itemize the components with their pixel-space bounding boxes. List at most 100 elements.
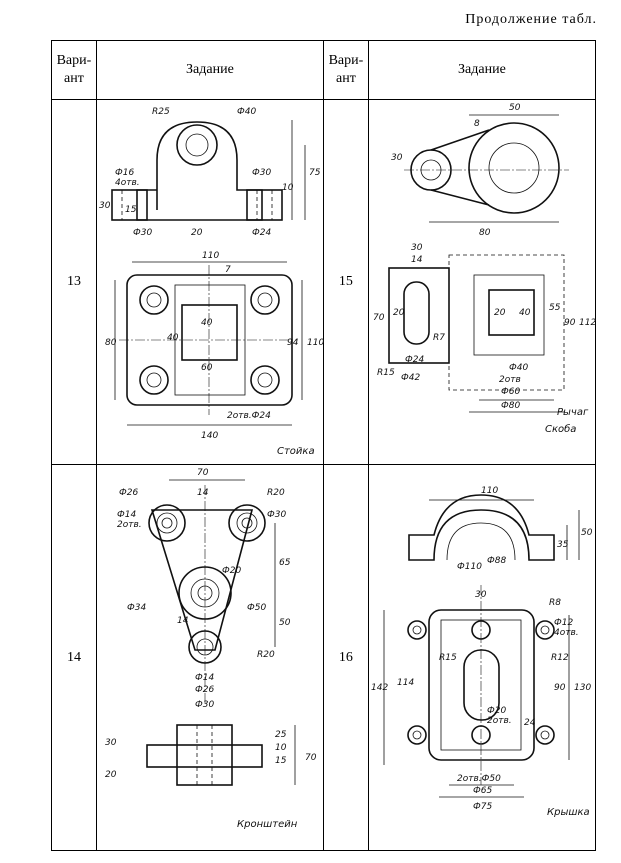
header-variant-2: Вари- ант <box>322 40 369 100</box>
drawing-stoika: R25 Ф40 Ф16 4отв. Ф30 10 75 30 15 Ф30 20… <box>99 107 324 457</box>
dim-label: 75 <box>309 168 321 178</box>
table-row: 13 <box>51 99 596 465</box>
part-title: Кронштейн <box>237 819 298 830</box>
dim-label: R15 <box>439 653 457 663</box>
header-variant-line2: ант <box>64 71 84 86</box>
dim-label: 2отв.Ф24 <box>227 411 271 421</box>
dim-label: Ф16 <box>115 168 134 178</box>
dim-label: 70 <box>305 753 317 763</box>
dim-label: Ф26 <box>195 685 214 695</box>
dim-label: Ф26 <box>119 488 138 498</box>
table-continuation-caption: Продолжение табл. <box>465 12 597 27</box>
dim-label: Ф50 <box>247 603 266 613</box>
header-task-2: Задание <box>367 40 597 100</box>
variant-number: 13 <box>51 99 97 465</box>
dim-label: Ф88 <box>487 556 506 566</box>
dim-label: Ф12 <box>554 618 573 628</box>
dim-label: Ф20 <box>487 706 506 716</box>
dim-label: 80 <box>479 228 491 238</box>
dim-label: R8 <box>549 598 561 608</box>
dim-label: R7 <box>433 333 445 343</box>
dim-label: Ф34 <box>127 603 146 613</box>
variant-number: 16 <box>322 464 369 851</box>
dim-label: 55 <box>549 303 561 313</box>
dim-label: 14 <box>177 616 189 626</box>
header-variant: Вари- ант <box>51 40 97 100</box>
dim-label: 130 <box>574 683 591 693</box>
dim-label: 15 <box>275 756 287 766</box>
header-variant-line1: Вари- <box>56 53 92 68</box>
dim-label: 30 <box>411 243 423 253</box>
dim-label: R20 <box>267 488 285 498</box>
dim-label: Ф75 <box>473 802 492 812</box>
dim-label: 60 <box>201 363 213 373</box>
dim-label: 30 <box>99 201 111 211</box>
dim-label: 140 <box>201 431 218 441</box>
dim-label: 7 <box>225 265 231 275</box>
dim-label: 70 <box>197 468 209 478</box>
drawing-cell-stoika: R25 Ф40 Ф16 4отв. Ф30 10 75 30 15 Ф30 20… <box>95 99 324 465</box>
dim-label: 20 <box>494 308 506 318</box>
table-row: 14 70 Ф26 14 R20 Ф14 2о <box>51 464 597 851</box>
dim-label: R12 <box>551 653 569 663</box>
part-title: Скоба <box>545 423 576 435</box>
dim-label: 90 <box>554 683 566 693</box>
header-task: Задание <box>95 40 324 100</box>
dim-label: 40 <box>201 318 213 328</box>
dim-label: 112 <box>579 318 596 328</box>
dim-label: 2отв. <box>487 716 512 726</box>
dim-label: 40 <box>519 308 531 318</box>
dim-label: 10 <box>282 183 294 193</box>
dim-label: 65 <box>279 558 291 568</box>
dim-label: 35 <box>557 540 569 550</box>
dim-label: Ф40 <box>509 363 528 373</box>
dim-label: 15 <box>125 205 137 215</box>
dim-label: 80 <box>105 338 117 348</box>
dim-label: 114 <box>397 678 414 688</box>
dim-label: 14 <box>197 488 209 498</box>
dim-label: 20 <box>393 308 405 318</box>
dim-label: 70 <box>373 313 385 323</box>
dim-label: 110 <box>307 338 324 348</box>
dim-label: Ф40 <box>237 107 256 117</box>
drawing-cell-kronshtein: 70 Ф26 14 R20 Ф14 2отв. Ф30 Ф20 65 Ф34 Ф… <box>95 464 324 851</box>
dim-label: 2отв.Ф50 <box>457 774 501 784</box>
dim-label: 14 <box>411 255 423 265</box>
dim-label: Ф110 <box>457 562 482 572</box>
dim-label: 2отв. <box>117 520 142 530</box>
dim-label: Ф65 <box>473 786 492 796</box>
dim-label: Ф30 <box>195 700 214 710</box>
dim-label: 20 <box>105 770 117 780</box>
dim-label: 90 <box>564 318 576 328</box>
dim-label: Ф42 <box>401 373 420 383</box>
dim-label: 50 <box>581 528 593 538</box>
dim-label: 50 <box>279 618 291 628</box>
drawing-skoba: 50 8 30 80 30 14 70 20 R7 R15 Ф24 Ф42 20… <box>373 103 596 435</box>
dim-label: 4отв. <box>554 628 579 638</box>
variant-number: 14 <box>51 464 97 851</box>
drawing-cell-kryshka: 110 35 50 Ф110 Ф88 30 R8 Ф12 4отв. R15 R… <box>367 464 597 851</box>
dim-label: 2отв <box>499 375 521 385</box>
task-table: Вари- ант Задание Вари- ант Задание 13 <box>51 40 596 851</box>
dim-label: Ф60 <box>501 387 520 397</box>
dim-label: 30 <box>105 738 117 748</box>
dim-label: 110 <box>202 251 219 261</box>
dim-label: Ф80 <box>501 401 520 411</box>
dim-label: 40 <box>167 333 179 343</box>
header-variant-line1: Вари- <box>328 53 364 68</box>
dim-label: Ф14 <box>195 673 214 683</box>
table-header-row: Вари- ант Задание Вари- ант Задание <box>51 40 597 100</box>
dim-label: 10 <box>275 743 287 753</box>
dim-label: 25 <box>275 730 287 740</box>
dim-label: 50 <box>509 103 521 113</box>
dim-label: Ф30 <box>267 510 286 520</box>
dim-label: 8 <box>474 119 480 129</box>
dim-label: 110 <box>481 486 498 496</box>
dim-label: Ф14 <box>117 510 136 520</box>
dim-label: Ф24 <box>405 355 424 365</box>
dim-label: 4отв. <box>115 178 140 188</box>
drawing-cell-skoba: 50 8 30 80 30 14 70 20 R7 R15 Ф24 Ф42 20… <box>367 99 596 465</box>
dim-label: 30 <box>391 153 403 163</box>
dim-label: R15 <box>377 368 395 378</box>
part-title: Крышка <box>547 807 590 818</box>
